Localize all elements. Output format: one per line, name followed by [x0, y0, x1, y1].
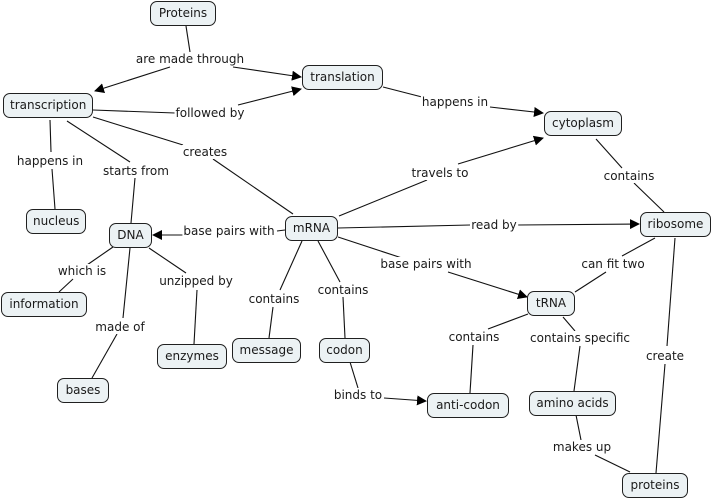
link-label-contains-anticodon[interactable]: contains	[447, 330, 501, 344]
edge-translation-happens-in	[382, 86, 423, 98]
edge-proteins-are-made-through	[185, 25, 191, 53]
edge-happens-in-nucleus	[51, 168, 56, 210]
edge-mrna-contains-codon	[317, 240, 341, 283]
edge-dna-which-is	[86, 246, 114, 266]
edge-binds-to-anticodon	[383, 395, 427, 406]
link-label-happens-in-translation[interactable]: happens in	[420, 95, 490, 109]
edge-contains-ribosome	[633, 182, 665, 213]
link-label-contains-codon[interactable]: contains	[316, 283, 370, 297]
concept-node-anti-codon[interactable]: anti-codon	[427, 393, 509, 418]
edge-makes-up-proteins	[594, 454, 631, 473]
edge-mrna-read-by	[337, 224, 471, 229]
edge-unzipped-by-enzymes	[193, 289, 198, 345]
concept-node-trna[interactable]: tRNA	[527, 291, 575, 316]
edge-mrna-base-pairs-with-trna	[337, 236, 406, 260]
edge-starts-from-dna	[130, 177, 136, 224]
link-label-can-fit-two[interactable]: can fit two	[580, 257, 646, 271]
link-label-contains-message[interactable]: contains	[247, 292, 301, 306]
edge-cytoplasm-contains	[595, 138, 623, 169]
concept-node-enzymes[interactable]: enzymes	[157, 344, 227, 369]
concept-node-nucleus[interactable]: nucleus	[26, 209, 86, 234]
edge-travels-to-cytoplasm	[457, 135, 544, 165]
edge-trna-contains	[487, 313, 529, 330]
link-label-happens-in-nucleus[interactable]: happens in	[15, 154, 85, 168]
edge-are-made-through-transcription	[94, 66, 171, 94]
concept-node-bases[interactable]: bases	[57, 378, 109, 403]
concept-node-message[interactable]: message	[232, 338, 301, 363]
link-label-travels-to[interactable]: travels to	[410, 166, 470, 180]
edge-ribosome-create	[666, 237, 676, 347]
edge-contains-specific-amino-acids	[573, 345, 581, 392]
edge-mrna-contains-message	[279, 240, 303, 291]
edge-mrna-base-pairs-with	[276, 229, 286, 232]
edge-contains-codon	[342, 296, 346, 339]
link-label-read-by[interactable]: read by	[470, 218, 518, 232]
concept-node-mrna[interactable]: mRNA	[285, 216, 338, 241]
concept-node-cytoplasm[interactable]: cytoplasm	[544, 111, 622, 136]
link-label-which-is[interactable]: which is	[56, 264, 108, 278]
link-label-contains-specific[interactable]: contains specific	[529, 331, 631, 345]
concept-node-information[interactable]: information	[1, 292, 87, 317]
link-label-base-pairs-with-dna[interactable]: base pairs with	[182, 224, 276, 238]
edge-which-is-information	[58, 278, 74, 293]
link-label-create[interactable]: create	[644, 349, 686, 363]
link-label-unzipped-by[interactable]: unzipped by	[158, 274, 234, 288]
edge-dna-made-of	[122, 247, 131, 319]
concept-node-proteins[interactable]: Proteins	[150, 1, 216, 26]
edge-transcription-starts-from	[66, 120, 131, 163]
concept-node-translation[interactable]: translation	[302, 65, 383, 90]
link-label-made-of[interactable]: made of	[94, 320, 146, 334]
link-label-starts-from[interactable]: starts from	[102, 164, 170, 178]
edge-ribosome-can-fit-two	[621, 237, 656, 257]
edge-contains-anticodon	[469, 344, 474, 394]
edge-base-pairs-with-trna	[447, 271, 528, 300]
link-label-contains-ribosome[interactable]: contains	[602, 169, 656, 183]
link-label-followed-by[interactable]: followed by	[174, 106, 246, 120]
edge-contains-message	[268, 306, 274, 339]
edge-transcription-creates	[92, 116, 184, 146]
edge-transcription-followed-by	[92, 109, 176, 114]
edge-dna-unzipped-by	[148, 247, 187, 274]
edge-amino-acids-makes-up	[575, 414, 582, 441]
edge-create-proteins	[655, 363, 666, 474]
edge-are-made-through-translation	[232, 66, 302, 81]
edge-happens-in-cytoplasm	[489, 106, 544, 117]
edge-made-of-bases	[91, 333, 118, 379]
concept-node-ribosome[interactable]: ribosome	[640, 212, 711, 237]
edge-mrna-travels-to	[338, 179, 428, 217]
edge-read-by-ribosome	[517, 219, 640, 230]
edge-transcription-happens-in	[49, 119, 52, 153]
concept-node-dna[interactable]: DNA	[109, 223, 152, 248]
edge-creates-mrna	[212, 158, 294, 215]
concept-node-codon[interactable]: codon	[319, 338, 370, 363]
link-label-creates[interactable]: creates	[181, 145, 229, 159]
link-label-makes-up[interactable]: makes up	[551, 440, 613, 454]
concept-node-amino-acids[interactable]: amino acids	[529, 391, 616, 416]
link-label-are-made-through[interactable]: are made through	[134, 52, 246, 66]
edge-can-fit-two-trna	[574, 271, 607, 293]
link-label-binds-to[interactable]: binds to	[332, 388, 384, 402]
concept-node-transcription[interactable]: transcription	[3, 93, 93, 118]
edge-followed-by-translation	[237, 86, 302, 106]
concept-node-proteins-bottom[interactable]: proteins	[622, 473, 688, 498]
link-label-base-pairs-with-trna[interactable]: base pairs with	[379, 257, 473, 271]
edge-trna-contains-specific	[562, 316, 576, 332]
edge-codon-binds-to	[349, 361, 359, 389]
